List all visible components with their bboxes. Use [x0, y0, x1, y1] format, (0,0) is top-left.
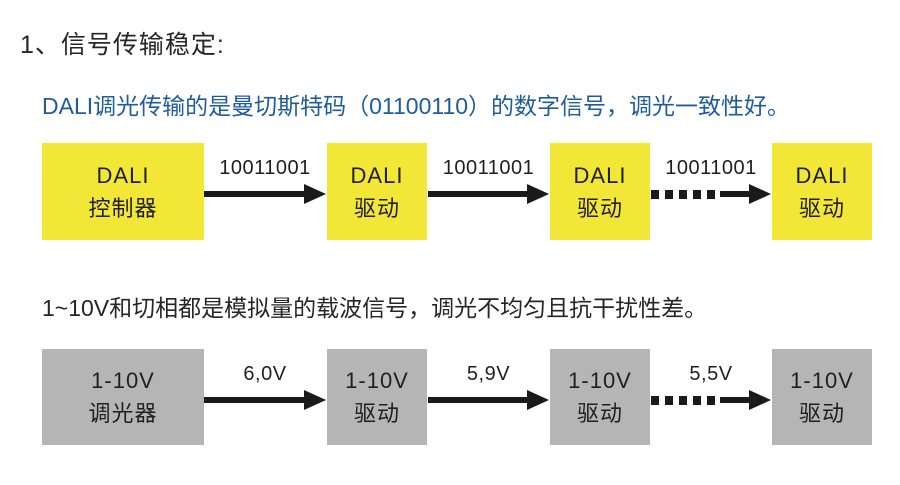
arrow-head-icon — [527, 184, 549, 204]
solid-arrow — [204, 389, 326, 411]
node-label-line2: 驱动 — [353, 401, 400, 426]
dashed-arrow — [651, 389, 771, 411]
arrow-dashes — [651, 189, 715, 199]
arrow-label: 5,9V — [466, 363, 511, 385]
analog-description: 1~10V和切相都是模拟量的载波信号，调光不均匀且抗干扰性差。 — [42, 295, 708, 321]
arrow-shaft — [204, 397, 304, 403]
node-label-line1: 1-10V — [91, 368, 155, 393]
dali-driver-node-3: DALI 驱动 — [772, 143, 872, 240]
node-label-line1: 1-10V — [568, 368, 632, 393]
analog-driver-node-3: 1-10V 驱动 — [772, 349, 872, 445]
analog-dimmer-node: 1-10V 调光器 — [42, 349, 204, 445]
solid-arrow — [204, 183, 326, 205]
arrow-label: 10011001 — [665, 157, 757, 179]
dali-driver-node-2: DALI 驱动 — [550, 143, 650, 240]
node-label-line2: 驱动 — [576, 401, 623, 426]
node-label-line2: 控制器 — [88, 195, 158, 221]
node-label-line1: 1-10V — [345, 368, 409, 393]
arrow-shaft — [720, 191, 749, 197]
arrow-label: 6,0V — [243, 363, 287, 385]
arrow-label: 10011001 — [442, 157, 535, 179]
dali-signal-arrow-3: 10011001 — [651, 156, 771, 205]
analog-signal-arrow-3: 5,5V — [651, 362, 771, 411]
node-label-line1: 1-10V — [790, 368, 854, 393]
solid-arrow — [428, 183, 549, 205]
arrow-label: 5,5V — [689, 363, 733, 385]
node-label-line2: 驱动 — [353, 195, 400, 221]
solid-arrow — [428, 389, 549, 411]
dali-signal-arrow-1: 10011001 — [204, 156, 326, 205]
arrow-shaft — [720, 397, 749, 403]
arrow-head-icon — [749, 390, 771, 410]
node-label-line1: DALI — [350, 162, 404, 188]
node-label-line2: 驱动 — [798, 401, 845, 426]
arrow-head-icon — [304, 390, 326, 410]
arrow-head-icon — [304, 184, 326, 204]
dali-controller-node: DALI 控制器 — [42, 143, 204, 240]
page-title: 1、信号传输稳定: — [20, 31, 225, 59]
arrow-shaft — [204, 191, 304, 197]
arrow-head-icon — [527, 390, 549, 410]
dali-driver-node-1: DALI 驱动 — [327, 143, 427, 240]
arrow-dashes — [651, 395, 715, 405]
analog-signal-arrow-1: 6,0V — [204, 362, 326, 411]
node-label-line2: 调光器 — [88, 401, 158, 426]
node-label-line1: DALI — [795, 162, 849, 188]
dali-description: DALI调光传输的是曼切斯特码（01100110）的数字信号，调光一致性好。 — [42, 93, 791, 119]
dashed-arrow — [651, 183, 771, 205]
arrow-head-icon — [749, 184, 771, 204]
arrow-shaft — [428, 397, 527, 403]
node-label-line2: 驱动 — [798, 195, 845, 221]
node-label-line2: 驱动 — [576, 195, 623, 221]
dali-signal-arrow-2: 10011001 — [428, 156, 549, 205]
node-label-line1: DALI — [573, 162, 627, 188]
analog-driver-node-2: 1-10V 驱动 — [550, 349, 650, 445]
arrow-label: 10011001 — [219, 157, 311, 179]
arrow-shaft — [428, 191, 527, 197]
analog-signal-arrow-2: 5,9V — [428, 362, 549, 411]
analog-driver-node-1: 1-10V 驱动 — [327, 349, 427, 445]
node-label-line1: DALI — [96, 162, 150, 188]
